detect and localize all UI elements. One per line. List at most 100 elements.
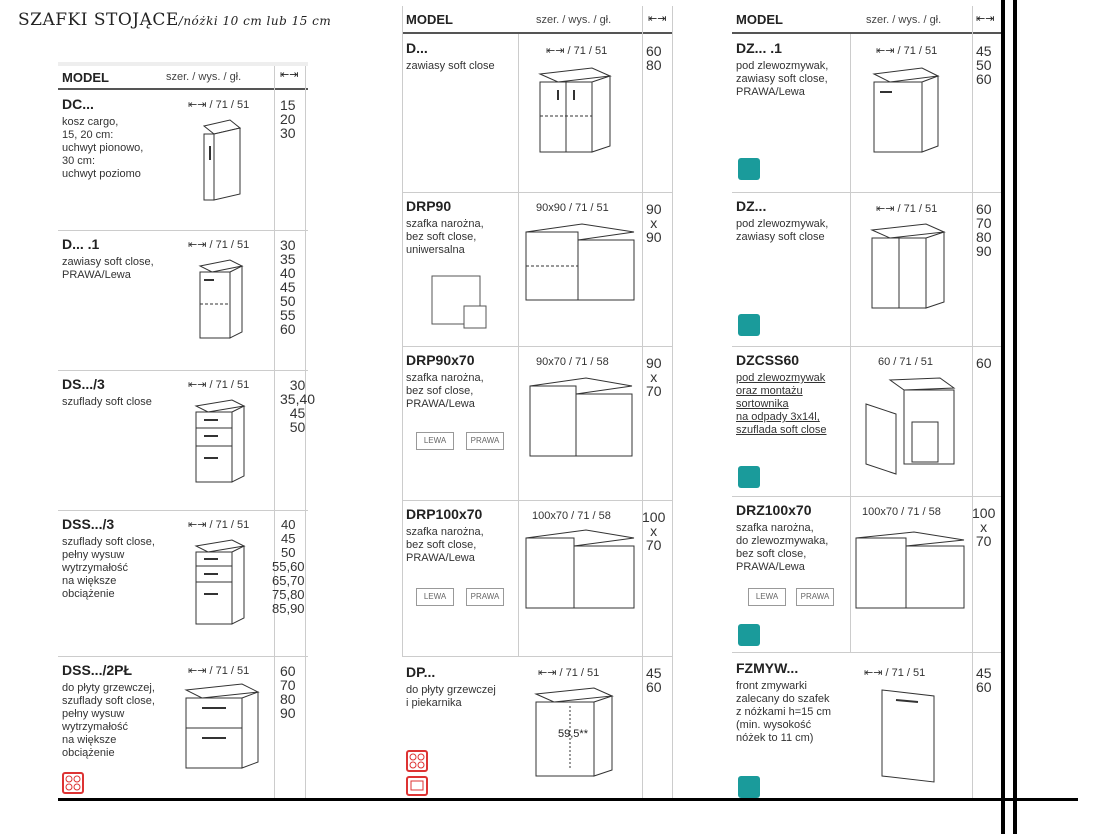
- product-row: D... .1 zawiasy soft close, PRAWA/Lewa ⇤…: [58, 230, 308, 371]
- corner-cabinet-illustration: [525, 529, 635, 609]
- left-label: LEWA: [416, 588, 454, 606]
- product-dims: 100x70 / 71 / 58: [862, 506, 941, 518]
- product-dims: 100x70 / 71 / 58: [532, 510, 611, 522]
- corner-plan-icon: [431, 275, 487, 329]
- product-row: DSS.../3 szuflady soft close, pełny wysu…: [58, 510, 308, 657]
- product-widths: 45 50 60: [976, 43, 992, 87]
- dimension-note: 59,5**: [558, 728, 588, 740]
- product-dims: ⇤⇥ / 71 / 51: [538, 667, 600, 679]
- product-desc: szafka narożna, bez soft close, PRAWA/Le…: [406, 526, 484, 564]
- oven-cabinet-illustration: [534, 687, 614, 777]
- product-desc: front zmywarki zalecany do szafek z nóżk…: [736, 680, 832, 744]
- product-row: DC... kosz cargo, 15, 20 cm: uchwyt pion…: [58, 90, 308, 231]
- product-name: DS.../3: [62, 376, 105, 392]
- cooktop-icon: [62, 772, 84, 794]
- dims-value: 71 / 51: [215, 239, 250, 251]
- dims-value: 71 / 51: [903, 203, 938, 215]
- title-text: SZAFKI STOJĄCE: [18, 10, 179, 30]
- frame-line-horizontal: [58, 798, 1078, 801]
- product-widths: 45 60: [646, 665, 662, 695]
- product-name: DZ...: [736, 198, 767, 214]
- column-header: MODEL szer. / wys. / gł. ⇤⇥: [402, 6, 672, 34]
- right-label: PRAWA: [466, 588, 504, 606]
- column-header: MODEL szer. / wys. / gł. ⇤⇥: [58, 66, 308, 90]
- sink-icon: [738, 466, 760, 488]
- dims-value: 71 / 51: [215, 519, 250, 531]
- product-dims: ⇤⇥ / 71 / 51: [876, 203, 938, 215]
- product-dims: ⇤⇥ / 71 / 51: [864, 667, 926, 679]
- column-2: MODEL szer. / wys. / gł. ⇤⇥ D... zawiasy…: [402, 6, 673, 800]
- product-widths: 30 35 40 45 50 55 60: [280, 237, 296, 337]
- width-arrows-icon: ⇤⇥: [976, 13, 995, 25]
- product-widths: 100 x 70: [642, 509, 666, 553]
- dims-value: 71 / 51: [891, 667, 926, 679]
- sink-icon: [738, 624, 760, 646]
- product-widths: 45 60: [976, 665, 992, 695]
- product-name: DC...: [62, 96, 94, 112]
- product-dims: ⇤⇥ / 71 / 51: [876, 45, 938, 57]
- frame-line-vertical-2: [1013, 0, 1017, 834]
- product-desc: szafka narożna, bez soft close, uniwersa…: [406, 218, 484, 256]
- product-name: DSS.../3: [62, 516, 115, 532]
- width-arrows-icon: ⇤⇥: [280, 69, 299, 81]
- product-desc: pod zlewozmywak oraz montażu sortownika …: [736, 372, 827, 436]
- product-row: DRZ100x70 szafka narożna, do zlewozmywak…: [732, 496, 1002, 653]
- product-desc: zawiasy soft close: [406, 60, 495, 72]
- product-desc: zawiasy soft close, PRAWA/Lewa: [62, 256, 154, 281]
- product-dims: ⇤⇥ / 71 / 51: [188, 99, 250, 111]
- dishwasher-icon: [738, 776, 760, 798]
- product-widths: 60 70 80 90: [976, 201, 992, 259]
- product-dims: ⇤⇥ / 71 / 51: [188, 379, 250, 391]
- left-label: LEWA: [748, 588, 786, 606]
- column-3: MODEL szer. / wys. / gł. ⇤⇥ DZ... .1 pod…: [732, 6, 1002, 800]
- product-widths: 30 35,40 45 50: [280, 377, 316, 435]
- product-desc: szafka narożna, do zlewozmywaka, bez sof…: [736, 522, 829, 573]
- product-row: DZ... pod zlewozmywak, zawiasy soft clos…: [732, 192, 1002, 347]
- product-dims: ⇤⇥ / 71 / 51: [188, 239, 250, 251]
- sink-icon: [738, 314, 760, 336]
- product-row: DRP90 szafka narożna, bez soft close, un…: [402, 192, 672, 347]
- product-row: DZCSS60 pod zlewozmywak oraz montażu sor…: [732, 346, 1002, 497]
- product-row: DZ... .1 pod zlewozmywak, zawiasy soft c…: [732, 34, 1002, 193]
- header-model: MODEL: [62, 70, 109, 85]
- corner-cabinet-illustration: [525, 223, 635, 301]
- dims-value: 71 / 51: [565, 667, 600, 679]
- right-label: PRAWA: [466, 432, 504, 450]
- dims-value: 71 / 51: [215, 665, 250, 677]
- left-label: LEWA: [416, 432, 454, 450]
- product-row: D... zawiasy soft close ⇤⇥ / 71 / 51 60 …: [402, 34, 672, 193]
- product-widths: 100 x 70: [972, 505, 996, 549]
- drawer-cabinet-illustration: [194, 539, 246, 625]
- product-desc: pod zlewozmywak, zawiasy soft close, PRA…: [736, 60, 829, 98]
- frame-line-vertical-1: [1001, 0, 1005, 834]
- header-dims: szer. / wys. / gł.: [866, 14, 942, 26]
- sorter-cabinet-illustration: [865, 377, 956, 475]
- product-dims: 90x70 / 71 / 58: [536, 356, 609, 368]
- dims-value: 71 / 51: [573, 45, 608, 57]
- header-dims: szer. / wys. / gł.: [166, 71, 242, 83]
- product-dims: ⇤⇥ / 71 / 51: [546, 45, 608, 57]
- header-dims: szer. / wys. / gł.: [536, 14, 612, 26]
- product-row: FZMYW... front zmywarki zalecany do szaf…: [732, 654, 1002, 800]
- product-name: DRP100x70: [406, 506, 483, 522]
- oven-icon: [406, 776, 428, 796]
- right-label: PRAWA: [796, 588, 834, 606]
- product-widths: 60 80: [646, 43, 662, 73]
- product-name: D...: [406, 40, 428, 56]
- dims-value: 71 / 51: [215, 379, 250, 391]
- double-door-cabinet-illustration: [538, 67, 612, 153]
- product-name: DRP90: [406, 198, 452, 214]
- page-title: SZAFKI STOJĄCE/nóżki 10 cm lub 15 cm: [18, 10, 331, 30]
- header-model: MODEL: [406, 12, 453, 27]
- product-row: DRP90x70 szafka narożna, bez sof close, …: [402, 346, 672, 501]
- product-desc: szuflady soft close: [62, 396, 152, 408]
- product-desc: szuflady soft close, pełny wysuw wytrzym…: [62, 536, 155, 600]
- product-desc: do płyty grzewczej, szuflady soft close,…: [62, 682, 155, 759]
- product-name: DSS.../2PŁ: [62, 662, 133, 678]
- product-dims: ⇤⇥ / 71 / 51: [188, 665, 250, 677]
- cooktop-icon: [406, 750, 428, 772]
- product-row: DRP100x70 szafka narożna, bez soft close…: [402, 500, 672, 657]
- product-widths: 90 x 90: [646, 201, 662, 245]
- column-1: MODEL szer. / wys. / gł. ⇤⇥ DC... kosz c…: [58, 62, 315, 800]
- cabinet-illustration: [198, 259, 244, 339]
